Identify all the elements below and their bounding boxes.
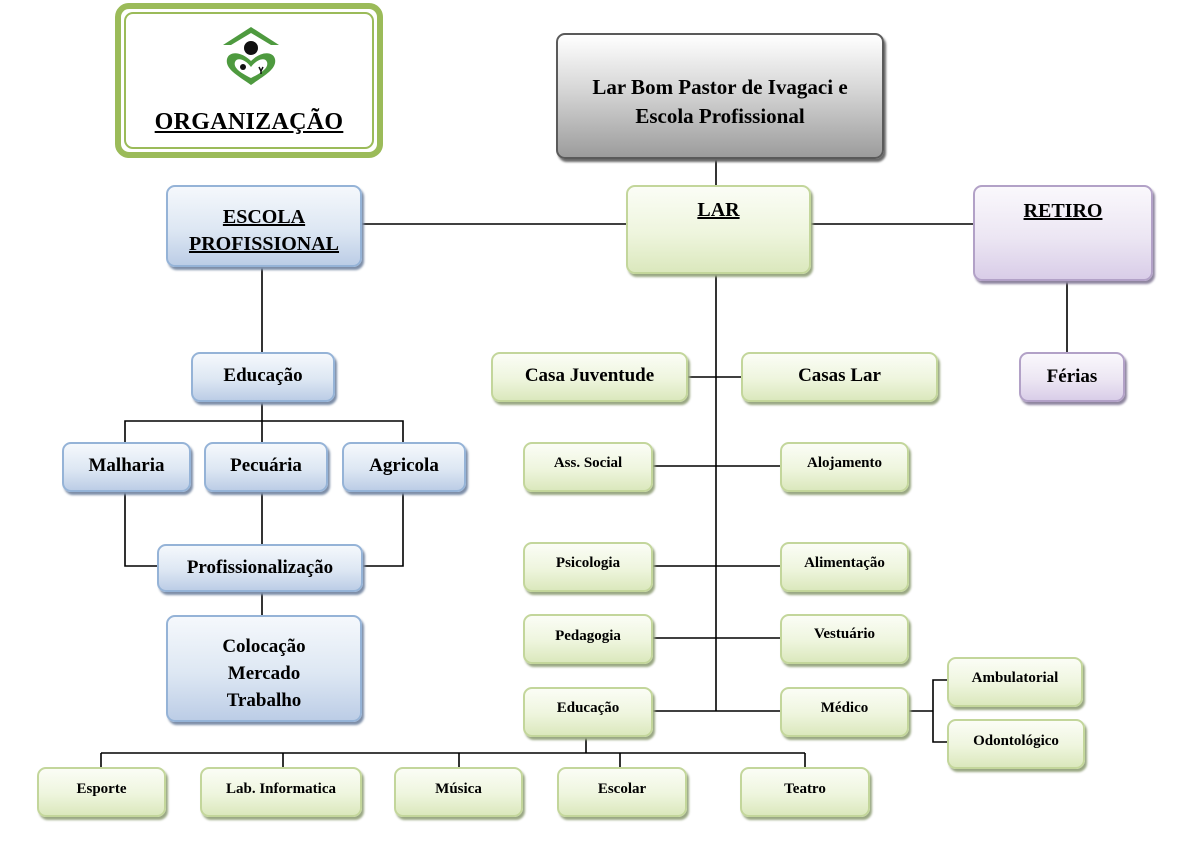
casa-juventude-label: Casa Juventude [524,365,655,386]
house-heart-logo-icon [223,27,279,85]
malharia-label: Malharia [88,455,165,476]
ferias-label: Férias [1046,366,1098,387]
medico-label: Médico [820,700,869,716]
retiro-title: RETIRO [1023,200,1103,222]
connector-agricola-prof [363,492,404,567]
ass-social-node[interactable]: Ass. Social [523,442,653,492]
lab-informatica-node[interactable]: Lab. Informatica [200,767,362,817]
ass-social-label: Ass. Social [553,455,623,471]
pedagogia-node[interactable]: Pedagogia [523,614,653,664]
esporte-label: Esporte [76,781,127,797]
root-node[interactable]: Lar Bom Pastor de Ivagaci e Escola Profi… [556,33,884,159]
casas-lar-label: Casas Lar [798,365,881,386]
profissionalizacao-label: Profissionalização [186,557,334,578]
alojamento-node[interactable]: Alojamento [780,442,909,492]
lar-title: LAR [697,199,740,221]
musica-label: Música [435,781,482,797]
escolar-node[interactable]: Escolar [557,767,687,817]
vestuario-node[interactable]: Vestuário [780,614,909,664]
colocacao-line2: Mercado [227,663,301,684]
escola-profissional-node[interactable]: ESCOLA PROFISSIONAL [166,185,362,267]
connector-medico-children [932,679,948,743]
psicologia-node[interactable]: Psicologia [523,542,653,592]
alojamento-label: Alojamento [807,455,882,471]
ambulatorial-node[interactable]: Ambulatorial [947,657,1083,707]
lar-node[interactable]: LAR [626,185,811,274]
teatro-label: Teatro [784,781,826,797]
ambulatorial-label: Ambulatorial [971,670,1059,686]
esporte-node[interactable]: Esporte [37,767,166,817]
odontologico-label: Odontológico [973,733,1059,749]
agricola-label: Agricola [369,455,439,476]
escola-educacao-node[interactable]: Educação [191,352,335,402]
alimentacao-label: Alimentação [804,555,885,571]
colocacao-mercado-trabalho-node[interactable]: Colocação Mercado Trabalho [166,615,362,722]
colocacao-line3: Trabalho [226,690,302,711]
ferias-node[interactable]: Férias [1019,352,1125,402]
root-title-line1: Lar Bom Pastor de Ivagaci e [592,75,848,99]
odontologico-node[interactable]: Odontológico [947,719,1085,769]
pecuaria-label: Pecuária [230,455,302,476]
teatro-node[interactable]: Teatro [740,767,870,817]
organization-card: ORGANIZAÇÃO [115,3,383,158]
lar-educacao-node[interactable]: Educação [523,687,653,737]
connector-areas-bus [124,420,404,442]
casa-juventude-node[interactable]: Casa Juventude [491,352,688,402]
root-title-line2: Escola Profissional [635,104,805,128]
malharia-node[interactable]: Malharia [62,442,191,492]
retiro-node[interactable]: RETIRO [973,185,1153,281]
pecuaria-node[interactable]: Pecuária [204,442,328,492]
alimentacao-node[interactable]: Alimentação [780,542,909,592]
casas-lar-node[interactable]: Casas Lar [741,352,938,402]
profissionalizacao-node[interactable]: Profissionalização [157,544,363,592]
psicologia-label: Psicologia [555,555,621,571]
organization-title: ORGANIZAÇÃO [154,109,344,135]
escola-educacao-label: Educação [223,365,303,386]
connector-malharia-prof [124,492,157,567]
escola-title-line2: PROFISSIONAL [188,233,340,255]
lar-educacao-label: Educação [556,700,620,716]
escolar-label: Escolar [597,781,647,797]
agricola-node[interactable]: Agricola [342,442,466,492]
musica-node[interactable]: Música [394,767,523,817]
medico-node[interactable]: Médico [780,687,909,737]
vestuario-label: Vestuário [813,626,876,642]
escola-title-line1: ESCOLA [222,206,306,228]
colocacao-line1: Colocação [222,636,306,657]
lab-informatica-label: Lab. Informatica [226,781,336,797]
pedagogia-label: Pedagogia [555,628,621,644]
